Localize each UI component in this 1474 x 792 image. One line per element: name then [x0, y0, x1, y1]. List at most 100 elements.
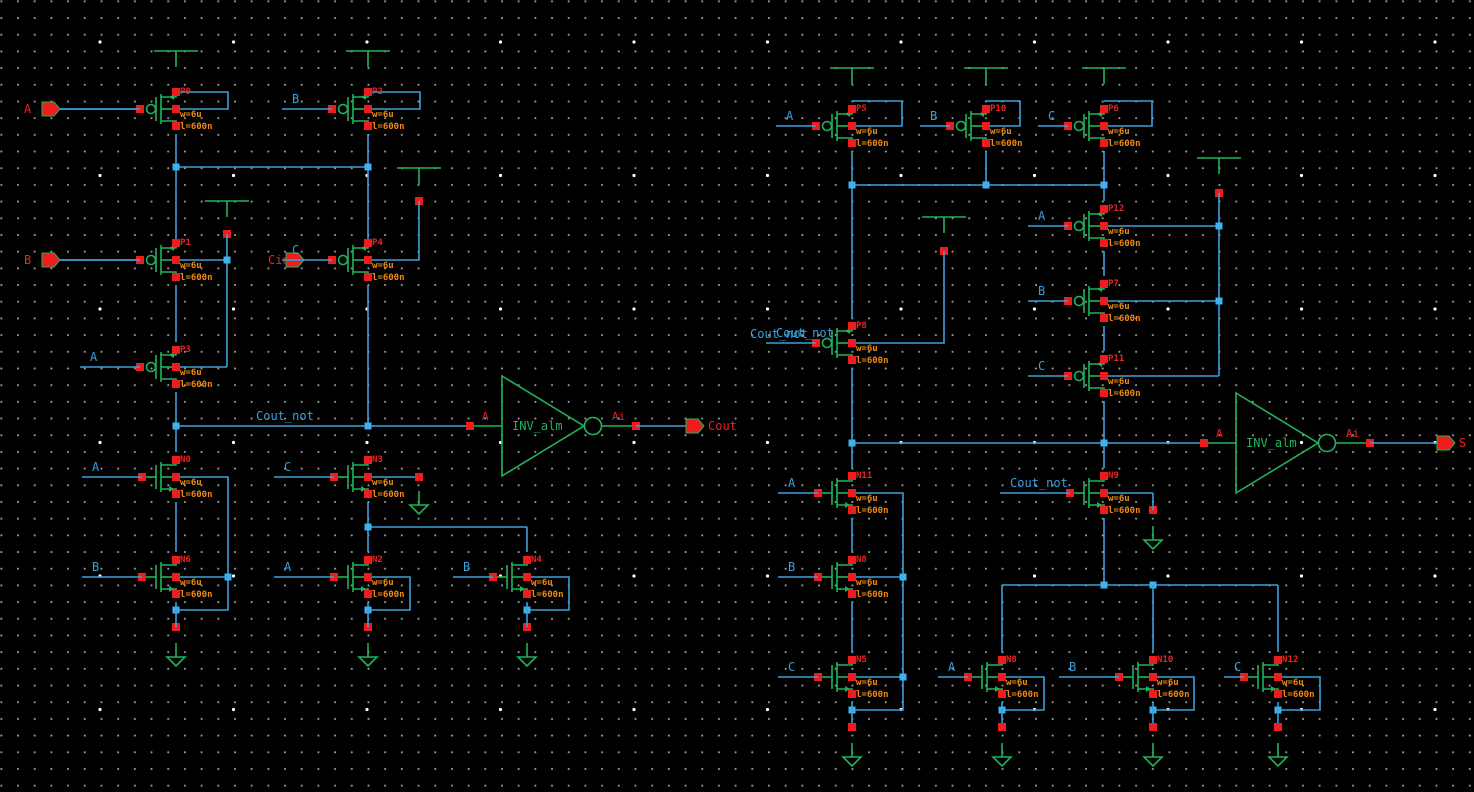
pin-square[interactable] — [172, 105, 180, 113]
pin-square[interactable] — [172, 380, 180, 388]
transistor-P1[interactable]: P1w=6ul=600n — [60, 238, 213, 283]
pin-square[interactable] — [1149, 673, 1157, 681]
wire[interactable] — [852, 251, 945, 344]
pin-square[interactable] — [172, 273, 180, 281]
pin-square[interactable] — [364, 556, 372, 564]
pin-square[interactable] — [848, 472, 856, 480]
pin-square[interactable] — [1200, 439, 1208, 447]
bulk-wire[interactable] — [852, 100, 903, 127]
pin-square[interactable] — [364, 456, 372, 464]
pin-square[interactable] — [1274, 673, 1282, 681]
pin-square[interactable] — [364, 239, 372, 247]
pin-square[interactable] — [848, 105, 856, 113]
pin-square[interactable] — [848, 506, 856, 514]
pin-square[interactable] — [364, 88, 372, 96]
pin-square[interactable] — [172, 256, 180, 264]
pin-square[interactable] — [1274, 656, 1282, 664]
pin-square[interactable] — [1100, 105, 1108, 113]
port-icon[interactable] — [41, 252, 61, 268]
pin-square[interactable] — [466, 422, 474, 430]
pin-square[interactable] — [848, 673, 856, 681]
pin-square[interactable] — [982, 105, 990, 113]
pin-square[interactable] — [172, 88, 180, 96]
pin-square[interactable] — [998, 673, 1006, 681]
pin-square[interactable] — [364, 122, 372, 130]
pin-square[interactable] — [415, 473, 423, 481]
pin-square[interactable] — [848, 723, 856, 731]
pin-square[interactable] — [848, 322, 856, 330]
pin-square[interactable] — [1149, 656, 1157, 664]
pin-square[interactable] — [848, 139, 856, 147]
pin-square[interactable] — [364, 590, 372, 598]
port-icon[interactable] — [41, 101, 61, 117]
bulk-wire[interactable] — [1278, 676, 1321, 711]
pin-square[interactable] — [1274, 690, 1282, 698]
pin-square[interactable] — [364, 273, 372, 281]
pin-square[interactable] — [848, 656, 856, 664]
pin-square[interactable] — [523, 590, 531, 598]
pin-square[interactable] — [1149, 690, 1157, 698]
port-icon[interactable] — [685, 418, 705, 434]
bulk-wire[interactable] — [1153, 676, 1195, 711]
pin-square[interactable] — [1100, 506, 1108, 514]
pin-square[interactable] — [523, 573, 531, 581]
pin-square[interactable] — [172, 590, 180, 598]
pin-square[interactable] — [172, 363, 180, 371]
pin-square[interactable] — [1100, 205, 1108, 213]
pin-square[interactable] — [1100, 280, 1108, 288]
bulk-wire[interactable] — [852, 492, 904, 711]
bulk-wire[interactable] — [368, 91, 421, 110]
pin-square[interactable] — [172, 573, 180, 581]
pin-square[interactable] — [1100, 389, 1108, 397]
pin-square[interactable] — [848, 489, 856, 497]
bulk-wire[interactable] — [368, 576, 411, 611]
pin-square[interactable] — [172, 239, 180, 247]
bulk-wire[interactable] — [1002, 676, 1045, 711]
port-icon[interactable] — [1436, 435, 1456, 451]
pin-square[interactable] — [848, 690, 856, 698]
pin-square[interactable] — [172, 456, 180, 464]
pin-square[interactable] — [998, 723, 1006, 731]
bulk-wire[interactable] — [176, 476, 229, 611]
bulk-wire[interactable] — [1104, 100, 1153, 127]
pin-square[interactable] — [1100, 122, 1108, 130]
pin-square[interactable] — [1274, 723, 1282, 731]
pin-square[interactable] — [848, 556, 856, 564]
pin-square[interactable] — [982, 139, 990, 147]
pin-square[interactable] — [172, 490, 180, 498]
pin-square[interactable] — [982, 122, 990, 130]
pin-square[interactable] — [848, 339, 856, 347]
pin-square[interactable] — [172, 122, 180, 130]
pin-square[interactable] — [364, 573, 372, 581]
pin-square[interactable] — [1100, 372, 1108, 380]
pin-square[interactable] — [1149, 723, 1157, 731]
pin-square[interactable] — [1100, 222, 1108, 230]
pin-square[interactable] — [998, 690, 1006, 698]
pin-square[interactable] — [1100, 314, 1108, 322]
pin-square[interactable] — [848, 573, 856, 581]
pin-square[interactable] — [848, 590, 856, 598]
pin-square[interactable] — [998, 656, 1006, 664]
pin-square[interactable] — [364, 473, 372, 481]
pin-square[interactable] — [1100, 489, 1108, 497]
pin-square[interactable] — [172, 556, 180, 564]
